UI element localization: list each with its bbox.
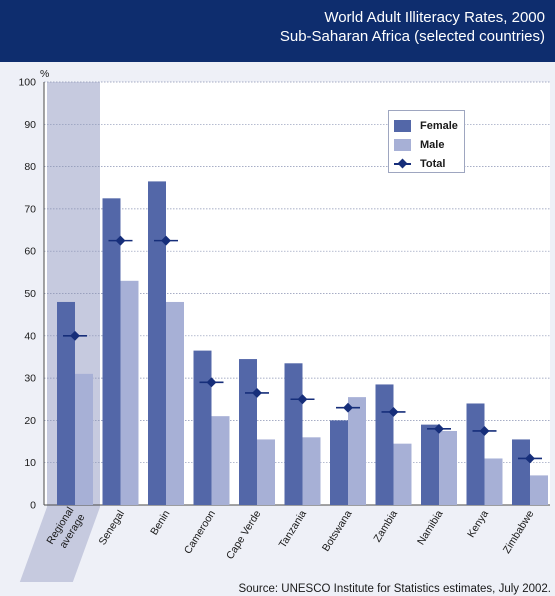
y-tick-label: 10 [24,457,36,469]
y-tick-label: 100 [18,77,36,89]
x-tick-label: Senegal [96,508,127,547]
bar-female [466,403,485,505]
chart-subtitle: Sub-Saharan Africa (selected countries) [279,28,545,45]
total-marker [479,426,490,436]
bar-female [375,384,394,505]
x-tick-label: Benin [148,508,172,537]
chart-legend: Female Male Total [388,110,465,173]
total-marker [252,387,262,398]
legend-label-female: Female [420,119,458,132]
bar-male [257,439,275,505]
legend-swatch-male [394,138,411,151]
x-tick-label: Zambia [371,508,400,544]
x-tick-label: Cameroon [182,508,218,556]
bar-female [512,439,530,505]
bar-female [148,181,166,505]
total-marker [525,453,535,464]
x-tick-label: Cape Verde [224,508,264,562]
bar-male [393,443,412,505]
bar-female [239,359,257,505]
y-tick-label: 20 [24,415,36,427]
x-tick-label: Namibia [415,508,446,547]
y-tick-label: 50 [24,288,36,300]
x-tick-label: Zimbabwe [501,508,537,556]
total-marker [115,235,126,246]
y-axis-label: % [40,68,49,80]
bar-female [102,198,121,505]
bar-female [284,363,303,505]
y-tick-label: 30 [24,373,36,385]
total-marker [343,402,353,413]
y-tick-label: 0 [30,500,36,512]
bar-male [302,437,321,505]
total-marker [161,235,171,246]
total-marker [206,377,217,388]
legend-marker-total [394,158,411,170]
bar-male [348,397,366,505]
chart-header: World Adult Illiteracy Rates, 2000 Sub-S… [0,0,555,62]
bar-female [330,420,348,505]
y-tick-label: 90 [24,119,36,131]
y-tick-label: 40 [24,330,36,342]
legend-label-total: Total [420,157,446,170]
x-tick-label: Tanzania [277,508,310,550]
bar-male [75,373,93,505]
bar-male [530,475,548,505]
x-tick-label: Botswana [320,508,355,554]
total-marker [434,423,444,434]
y-tick-label: 80 [24,161,36,173]
legend-item-total: Total [394,154,464,173]
y-tick-label: 70 [24,203,36,215]
bar-female [421,424,439,505]
legend-item-female: Female [394,116,464,135]
bar-male [484,458,503,505]
regional-average-band [19,82,100,582]
legend-swatch-female [394,119,411,132]
legend-label-male: Male [420,138,445,151]
bar-female [57,301,75,505]
bar-female [193,350,212,505]
y-tick-label: 60 [24,246,36,258]
chart-title: World Adult Illiteracy Rates, 2000 [324,9,545,26]
bar-male [120,280,139,505]
source-note: Source: UNESCO Institute for Statistics … [238,583,551,595]
legend-item-male: Male [394,135,464,154]
total-marker [297,394,308,405]
x-tick-label: Kenya [465,508,491,540]
bar-male [166,301,184,505]
bar-male [439,430,457,505]
bar-male [211,416,230,505]
total-marker [388,406,399,417]
